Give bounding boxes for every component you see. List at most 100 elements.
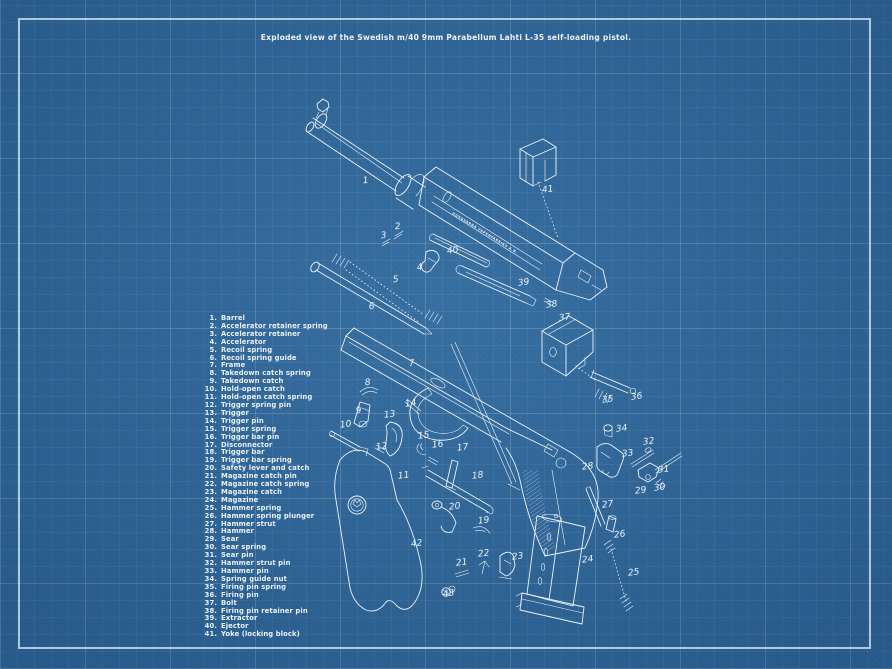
part-name: Trigger bar spring [221,456,292,465]
part-name: Firing pin spring [221,582,287,591]
part-number-label: 42 [410,538,423,549]
part-number-label: 38 [545,299,558,310]
parts-list-item: 2. Accelerator retainer spring [200,321,328,331]
parts-list-item: 20. Safety lever and catch [200,464,328,473]
part-number: 6. [209,353,217,362]
part-name: Frame [221,361,246,370]
magazine-drawing [515,513,586,625]
part-name: Trigger spring [221,424,277,433]
parts-list-item: 38.Firing pin retainer pin [200,606,328,616]
part-number-label: 24 [581,554,594,565]
part-name: Hold-open catch spring [221,393,313,402]
part-name: Accelerator retainer spring [221,321,328,330]
part-name: Hammer strut pin [221,559,291,568]
part-name: Barrel [221,314,246,322]
part-number-label: 37 [558,312,571,323]
part-number: 18. [204,448,217,457]
part-name: Trigger [221,408,249,417]
part-number: 16. [204,432,217,441]
part-number-label: 8 [364,378,371,389]
part-number: 9. [209,377,217,386]
part-name: Firing pin retainer pin [221,606,308,615]
part-name: Extractor [221,614,258,623]
part-number-label: 28 [581,461,594,472]
part-number: 19. [204,456,217,465]
part-number-label: 5 [392,275,399,286]
part-name: Recoil spring guide [221,353,297,362]
part-number-label: 11 [397,470,410,481]
part-number-label: 40 [446,245,459,256]
part-name: Hammer pin [221,567,269,575]
part-number: 7. [209,361,217,370]
ejector-extractor-drawing [429,233,537,307]
parts-list-item: 21. Magazine catch pin [200,472,328,481]
part-number-label: 2 [394,222,401,233]
parts-list-item: 31.Sear pin [200,551,328,560]
yoke-drawing [519,138,557,187]
part-number-label: 26 [613,529,626,540]
part-number: 17. [204,440,217,449]
parts-list-item: 23.Magazine catch [200,488,328,497]
part-name: Trigger bar [221,448,265,457]
grip-panel-drawing [334,449,456,612]
part-name: Magazine catch pin [221,472,297,481]
part-number-label: 13 [383,409,396,420]
part-number: 12. [204,400,217,409]
part-name: Accelerator [221,337,267,346]
part-number-label: 1 [362,176,369,187]
parts-list-item: 18. Trigger bar [200,449,328,457]
parts-list-item: 4.Accelerator [200,337,328,347]
part-number: 8. [209,369,217,378]
part-number-label: 4 [416,263,423,274]
part-number: 32. [204,559,217,568]
parts-list-item: 14.Trigger pin [200,417,328,426]
part-number: 30. [204,543,217,552]
parts-list-item: 26.Hammer spring plunger [200,512,328,521]
part-name: Recoil spring [221,345,273,354]
part-name: Hammer [221,527,255,536]
parts-list-item: 19. Trigger bar spring [200,456,328,465]
part-name: Accelerator retainer [221,329,301,338]
part-number-label: 34 [615,423,628,434]
part-number-label: 3 [380,231,387,242]
part-number: 2. [209,321,217,330]
part-number: 33. [204,567,217,575]
part-name: Trigger bar pin [221,432,280,441]
parts-list-item: 15.Trigger spring [200,424,328,434]
part-number-label: 43 [442,588,455,599]
part-number-label: 9 [355,406,362,417]
parts-list-item: 30.Sear spring [200,543,328,552]
part-name: Magazine [221,495,259,504]
part-name: Yoke (locking block) [221,630,300,639]
part-number: 39. [204,614,217,623]
parts-list-item: 39. Extractor [200,615,328,623]
part-number-label: 35 [601,394,614,405]
parts-list-item: 34.Spring guide nut [200,575,328,584]
part-number: 28. [204,527,217,536]
part-name: Sear pin [221,551,254,560]
bolt-drawing [541,297,637,438]
parts-list-item: 37.Bolt [200,599,328,608]
part-number: 10. [204,385,217,394]
part-number: 22. [204,480,217,489]
parts-list-item: 25.Hammer spring [200,504,328,513]
parts-list-item: 22.Magazine catch spring [200,480,328,489]
part-name: Hold-open catch [221,385,285,394]
part-name: Takedown catch spring [221,369,311,378]
parts-list-item: 10. Hold-open catch [200,385,328,394]
part-number: 21. [204,472,217,481]
part-name: Safety lever and catch [221,464,310,473]
part-number-label: 39 [517,277,530,288]
part-number-label: 20 [448,501,461,512]
barrel-drawing [305,98,426,210]
assembly-guide-lines [345,181,627,602]
part-number: 35. [204,582,217,591]
parts-list-item: 32. Hammer strut pin [200,559,328,568]
part-number: 5. [209,345,217,354]
parts-list-item: 17.Disconnector [200,440,328,450]
part-number-label: 41 [541,184,554,195]
part-number: 20. [204,464,217,473]
